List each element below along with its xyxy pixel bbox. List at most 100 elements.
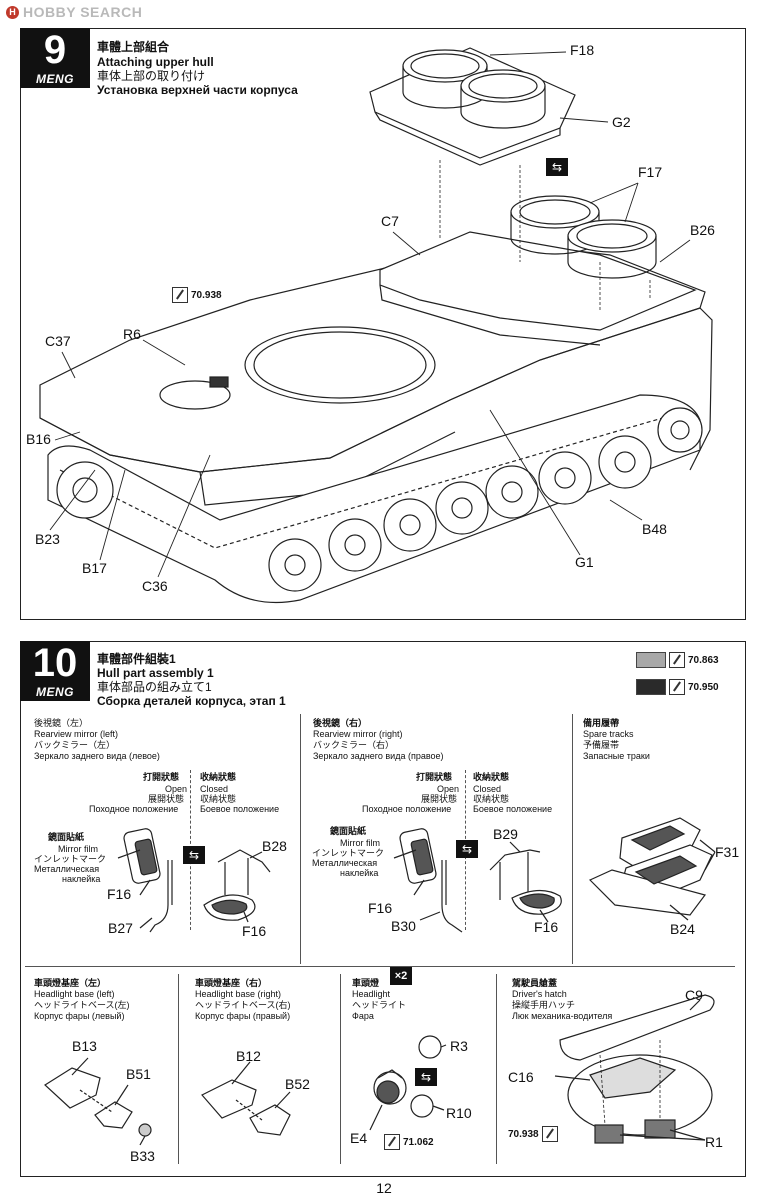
step-10-badge: 10 MENG <box>20 641 90 701</box>
step-10-paint-b-swatch <box>636 679 666 695</box>
step-9-part-b48: B48 <box>642 521 667 537</box>
step-9-part-c37: C37 <box>45 333 71 349</box>
mirror-right-open-zh: 打開狀態 <box>416 772 453 782</box>
mirror-right-title-ru: Зеркало заднего вида (правое) <box>313 751 444 761</box>
step-10-number: 10 <box>32 641 78 685</box>
mirror-left-film-ru1: Металлическая <box>34 864 100 874</box>
spare-tracks-part-b24: B24 <box>670 921 695 937</box>
spare-tracks-title-en: Spare tracks <box>583 729 634 739</box>
mirror-right-closed-ru: Боевое положение <box>473 804 553 814</box>
step-9-part-c7: C7 <box>381 213 399 229</box>
headlight-base-right-title-ru: Корпус фары (правый) <box>195 1011 291 1021</box>
step-9-badge: 9 MENG <box>20 28 90 88</box>
mirror-right-part-b30: B30 <box>391 918 416 934</box>
mirror-left-part-f16a: F16 <box>107 886 132 902</box>
step-9-part-c36: C36 <box>142 578 168 594</box>
step-10-paint-b: 70.950 <box>636 679 719 695</box>
step-9-title-ru: Установка верхней части корпуса <box>97 83 298 97</box>
headlight-title-zh: 車頭燈 <box>352 978 380 988</box>
step-9-part-b26: B26 <box>690 222 715 238</box>
mirror-left-film-ja: インレットマーク <box>34 854 107 864</box>
drivers-hatch-title-zh: 駕駛員艙蓋 <box>512 978 558 988</box>
mirror-left-closed-ru: Боевое положение <box>200 804 280 814</box>
step-10-title-ru: Сборка деталей корпуса, этап 1 <box>97 694 286 708</box>
headlight-base-left-title-ru: Корпус фары (левый) <box>34 1011 125 1021</box>
mirror-left-film-zh: 鏡面貼紙 <box>48 832 85 842</box>
headlight-paint-callout: 71.062 <box>384 1134 434 1150</box>
headlight-part-e4: E4 <box>350 1130 368 1146</box>
paint-brush-icon <box>669 652 685 668</box>
headlight-base-left-part-b51: B51 <box>126 1066 151 1082</box>
mirror-left-part-b28: B28 <box>262 838 287 854</box>
mirror-left-open-en: Open <box>165 784 188 794</box>
mirror-right-open-ru: Походное положение <box>362 804 452 814</box>
paint-brush-icon <box>384 1134 400 1150</box>
step-9-paint-code: 70.938 <box>191 289 222 301</box>
mirror-left-part-b27: B27 <box>108 920 133 936</box>
spare-tracks-part-f31: F31 <box>715 844 740 860</box>
headlight-title-en: Headlight <box>352 989 391 999</box>
headlight-base-left-title-en: Headlight base (left) <box>34 989 115 999</box>
step-9-part-b16: B16 <box>26 431 51 447</box>
drivers-hatch-paint-code: 70.938 <box>508 1128 539 1140</box>
divider-h <box>25 966 735 967</box>
mirror-right-open-ja: 展開状態 <box>421 794 458 804</box>
drivers-hatch-part-c16: C16 <box>508 1069 534 1085</box>
headlight-base-right-title-en: Headlight base (right) <box>195 989 282 999</box>
mirror-left-title-zh: 後視鏡（左） <box>34 718 89 728</box>
mirror-right-part-f16b: F16 <box>534 919 559 935</box>
step-10-title-zh: 車體部件組裝1 <box>97 652 176 666</box>
step-9-number: 9 <box>43 28 67 72</box>
headlight-qty-badge: ×2 <box>390 967 412 985</box>
drivers-hatch-title-en: Driver's hatch <box>512 989 567 999</box>
step-9-reverse-side-icon: ⇆ <box>546 158 568 176</box>
divider-v5 <box>496 974 497 1164</box>
headlight-title-ja: ヘッドライト <box>352 1000 407 1010</box>
mirror-right-title-ja: バックミラー（右） <box>313 740 395 750</box>
drivers-hatch-title-ru: Люк механика-водителя <box>512 1011 613 1021</box>
mirror-right-film-ja: インレットマーク <box>312 848 385 858</box>
step-9-title-ja: 車体上部の取り付け <box>97 69 206 83</box>
mirror-right-film-en: Mirror film <box>340 838 380 848</box>
mirror-right-part-f16a: F16 <box>368 900 393 916</box>
watermark: H HOBBY SEARCH <box>6 4 142 20</box>
mirror-right-closed-zh: 收納狀態 <box>473 772 510 782</box>
step-10-paint-a-swatch <box>636 652 666 668</box>
mirror-right-reverse-icon: ⇆ <box>456 840 478 858</box>
mirror-right-title-en: Rearview mirror (right) <box>313 729 403 739</box>
headlight-paint-code: 71.062 <box>403 1136 434 1148</box>
mirror-left-title-ja: バックミラー（左） <box>34 740 116 750</box>
mirror-right-closed-en: Closed <box>473 784 502 794</box>
step-10-title-ja: 車体部品の組み立て1 <box>97 680 212 694</box>
mirror-left-film-en: Mirror film <box>58 844 98 854</box>
step-9-brand: MENG <box>36 72 74 86</box>
mirror-right-part-b29: B29 <box>493 826 518 842</box>
mirror-right-open-en: Open <box>437 784 460 794</box>
headlight-base-right-title-zh: 車頭燈基座（右） <box>195 978 268 988</box>
step-9-part-b17: B17 <box>82 560 107 576</box>
mirror-right-film-ru2: наклейка <box>340 868 379 878</box>
divider-v2 <box>572 714 573 964</box>
headlight-base-right-title-ja: ヘッドライトベース(右) <box>195 1000 291 1010</box>
spare-tracks-title-zh: 備用履帶 <box>583 718 620 728</box>
spare-tracks-title-ru: Запасные траки <box>583 751 650 761</box>
mirror-left-part-f16b: F16 <box>242 923 267 939</box>
step-10-brand: MENG <box>36 685 74 699</box>
mirror-left-closed-zh: 收納狀態 <box>200 772 237 782</box>
mirror-left-title-en: Rearview mirror (left) <box>34 729 119 739</box>
divider-v3 <box>178 974 179 1164</box>
step-10-paint-a: 70.863 <box>636 652 719 668</box>
page-number: 12 <box>376 1180 392 1196</box>
step-9-title-zh: 車體上部組合 <box>97 40 170 54</box>
headlight-base-left-title-zh: 車頭燈基座（左） <box>34 978 107 988</box>
step-9-part-b23: B23 <box>35 531 60 547</box>
mirror-left-closed-ja: 収納状態 <box>200 794 237 804</box>
headlight-part-r3: R3 <box>450 1038 468 1054</box>
step-9-assembly-drawing <box>39 47 713 604</box>
mirror-right-closed-ja: 収納状態 <box>473 794 510 804</box>
mirror-left-open-ja: 展開状態 <box>148 794 185 804</box>
step-9-part-g2: G2 <box>612 114 631 130</box>
mirror-right-title-zh: 後視鏡（右） <box>313 718 368 728</box>
mirror-right-film-ru1: Металлическая <box>312 858 378 868</box>
